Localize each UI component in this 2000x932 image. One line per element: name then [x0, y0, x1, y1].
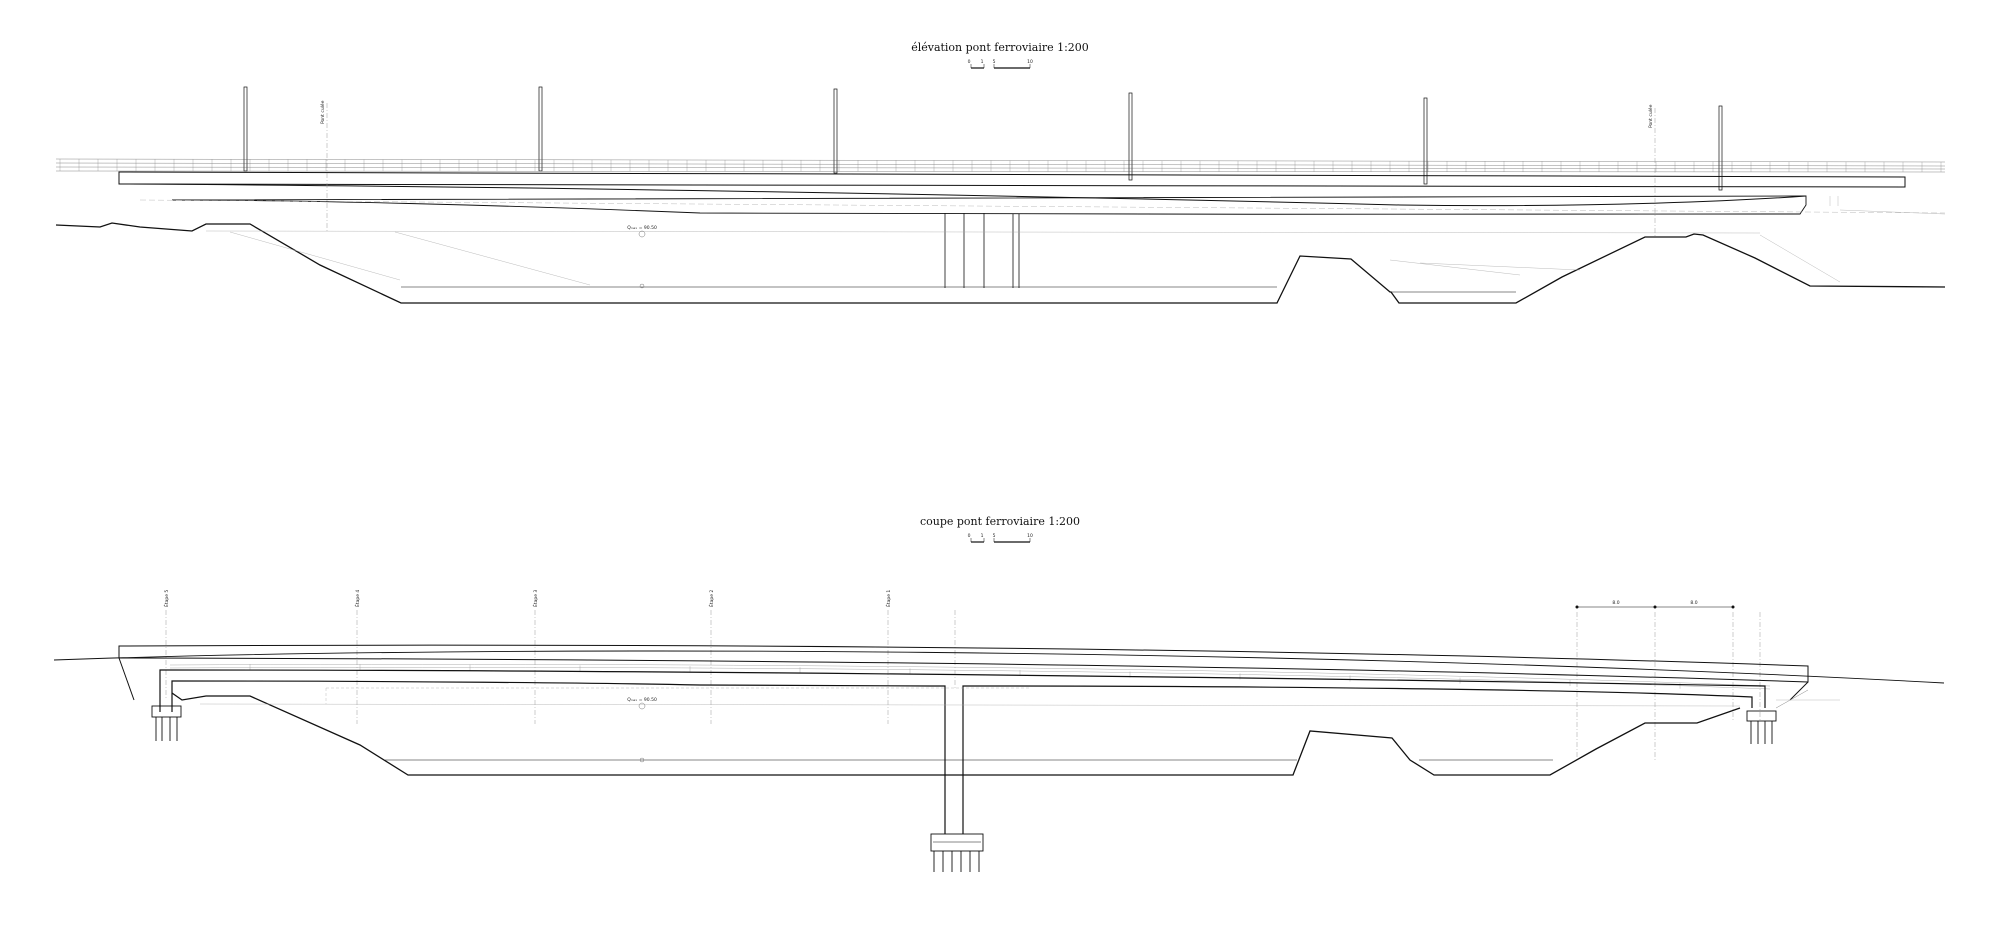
axis-label: Pont culée: [319, 100, 326, 124]
axis-label: Pont culée: [1647, 104, 1654, 128]
section-abutment-right: [1746, 710, 1777, 744]
elevation-labels: 0 1 5 10 Pont culée Pont culée Qₘₐₓ = 90…: [319, 59, 1654, 231]
scale-label: 5: [993, 533, 996, 539]
axis-label: Étape 3: [531, 590, 539, 607]
axis-label: Étape 4: [353, 590, 361, 607]
elevation-railing-posts: [59, 159, 1942, 172]
section-construction-lines: [199, 687, 1840, 707]
elevation-water-marker: [639, 283, 645, 289]
level-marker-label: Qₘₐₓ = 90.50: [627, 225, 657, 231]
elevation-level-marker: [638, 230, 646, 238]
section-labels: 0 1 5 10 Étape 5 Étape 4 Étape 3 Étape 2…: [162, 533, 1698, 703]
elevation-construction-lines: [139, 196, 1946, 286]
scale-label: 0: [968, 533, 971, 539]
elevation-drawing: [55, 64, 1946, 304]
section-pier-foundation: [930, 833, 984, 872]
scale-label: 5: [993, 59, 996, 65]
elevation-pylons: [243, 86, 1723, 191]
elevation-ground-profile: [55, 222, 1946, 304]
section-scale-bar: [970, 538, 1031, 543]
axis-label: Étape 5: [162, 590, 170, 607]
elevation-title: élévation pont ferroviaire 1:200: [911, 41, 1089, 54]
dimension-label: 8.0: [1690, 600, 1697, 606]
section-level-marker: [638, 702, 646, 710]
elevation-pier: [944, 213, 1020, 288]
scale-label: 0: [968, 59, 971, 65]
level-marker-label: Qₘₐₓ = 90.50: [627, 697, 657, 703]
elevation-railing: [55, 158, 1946, 173]
scale-label: 10: [1027, 59, 1033, 65]
scale-label: 10: [1027, 533, 1033, 539]
section-water-marker: [639, 757, 645, 763]
axis-label: Étape 2: [707, 590, 715, 607]
section-drawing: [53, 538, 1945, 872]
section-abutment-left: [151, 705, 182, 741]
section-girder-frame: [159, 669, 1766, 834]
section-ground-profile: [171, 692, 1741, 776]
elevation-scale-bar: [970, 64, 1031, 69]
scale-label: 1: [981, 59, 984, 65]
section-deck: [118, 644, 1809, 709]
dimension-label: 8.0: [1612, 600, 1619, 606]
section-dimension: [1575, 605, 1735, 609]
elevation-water-line: [401, 286, 1516, 293]
scale-label: 1: [981, 533, 984, 539]
section-title: coupe pont ferroviaire 1:200: [919, 515, 1081, 528]
elevation-axis-lines: [326, 103, 1656, 238]
section-track-alignment: [53, 650, 1945, 684]
elevation-deck: [118, 171, 1906, 215]
axis-label: Étape 1: [884, 590, 892, 607]
section-rail-profile: [169, 664, 1771, 690]
